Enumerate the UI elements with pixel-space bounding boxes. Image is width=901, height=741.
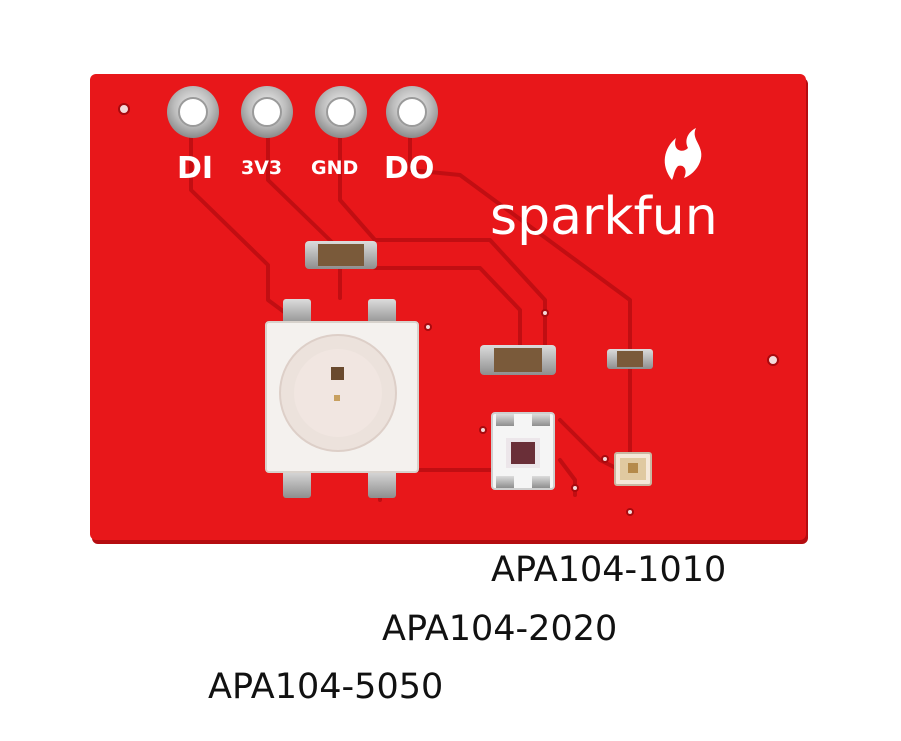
led-apa104-2020 [491,412,555,490]
caption-apa104-2020: APA104-2020 [382,609,618,649]
flame-icon [664,128,702,180]
sparkfun-logo: sparkfun [490,187,718,247]
caption-apa104-5050: APA104-5050 [208,667,444,707]
led-5050-pads [283,299,396,498]
pin-label-do: DO [384,151,434,186]
pin-label-3v3: 3V3 [241,157,282,179]
led-apa104-5050 [265,321,419,473]
led-apa104-1010 [614,452,652,486]
capacitor-c3 [607,349,653,369]
vias [118,103,779,516]
header-pins [167,86,438,138]
pin-label-gnd: GND [311,157,358,179]
caption-apa104-1010: APA104-1010 [491,550,727,590]
pin-label-di: DI [177,151,213,186]
capacitor-c1 [305,241,377,269]
capacitor-c2 [480,345,556,375]
